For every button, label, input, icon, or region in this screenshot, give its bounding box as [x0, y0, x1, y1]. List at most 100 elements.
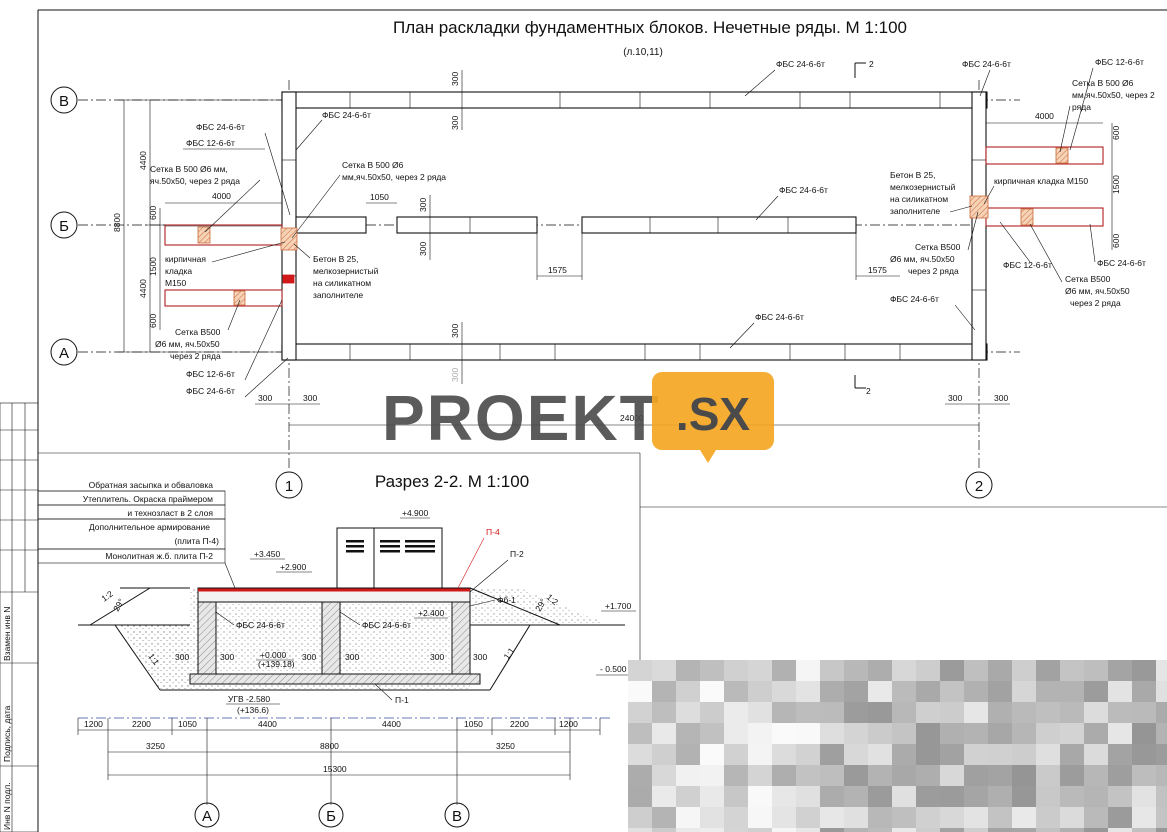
sec-300-2: 300: [220, 652, 234, 662]
lbl-kirp-3: М150: [165, 278, 187, 288]
mark-ugv: УГВ -2.580: [228, 694, 270, 704]
lbl-fbs-l1: ФБС 24-6-6т: [196, 122, 245, 132]
lbl-fbs-r2: ФБС 24-6-6т: [1097, 258, 1146, 268]
dim-600-l2: 600: [148, 314, 158, 328]
mark-2400: +2.400: [418, 608, 445, 618]
dimb-4: 4400: [382, 719, 401, 729]
tag-fb1: Фб-1: [497, 595, 516, 605]
lbl-setkaR-2: мм,яч.50х50, через 2: [1072, 90, 1155, 100]
tag-p2: П-2: [510, 549, 524, 559]
dimb-0: 1200: [84, 719, 103, 729]
dim-300-m2: 300: [418, 242, 428, 256]
lbl-kirp-1: кирпичная: [165, 254, 206, 264]
legend-6: Монолитная ж.б. плита П-2: [105, 551, 213, 561]
dim-1050: 1050: [370, 192, 389, 202]
lbl-betonR-2: мелкозернистый: [890, 182, 956, 192]
dim-4000-r: 4000: [1035, 111, 1054, 121]
svg-text:2: 2: [975, 478, 983, 495]
dimb-2: 1050: [178, 719, 197, 729]
tag-fbs-2: ФБС 24-6-6т: [362, 620, 411, 630]
svg-text:В: В: [59, 93, 69, 110]
mark-1366: (+136.6): [237, 705, 269, 715]
dim-8800: 8800: [112, 213, 122, 232]
plan-annotations: ФБС 24-6-6т ФБС 24-6-6т ФБС 24-6-6т ФБС …: [150, 57, 1155, 398]
lbl-fbs12-r2: ФБС 12-6-6т: [1003, 260, 1052, 270]
dim-300-b2: 300: [450, 368, 460, 382]
lbl-setkaBR-2: Ø6 мм, яч.50х50: [890, 254, 955, 264]
lbl-betonR-4: заполнителе: [890, 206, 940, 216]
axis-bubble-2: 2: [965, 471, 993, 499]
lbl-kirpR: кирпичная кладка М150: [994, 176, 1088, 186]
slope-left: 1:2: [99, 589, 115, 604]
lbl-setkaB-l2: Ø6 мм, яч.50х50: [155, 339, 220, 349]
dim-300-bl2: 300: [303, 393, 317, 403]
dimm-2: 3250: [496, 741, 515, 751]
dim-24000: 24000: [620, 413, 644, 423]
lbl-beton-l3: на силикатном: [313, 278, 371, 288]
dimb-3: 4400: [258, 719, 277, 729]
blurred-title-block: [628, 660, 1167, 832]
svg-text:Б: Б: [326, 808, 336, 825]
dim-300-b1: 300: [450, 324, 460, 338]
lbl-fbs-l2: ФБС 24-6-6т: [186, 386, 235, 396]
mark-0000: +0.000: [260, 650, 287, 660]
dimm-1: 8800: [320, 741, 339, 751]
plan-subtitle: (л.10,11): [623, 47, 663, 58]
lbl-betonR-1: Бетон В 25,: [890, 170, 935, 180]
mark-1700: +1.700: [605, 601, 632, 611]
axis-bubble-b: Б: [50, 211, 78, 239]
legend-3: и технозласт в 2 слоя: [127, 508, 213, 518]
section-legend: Обратная засыпка и обваловка Утеплитель.…: [37, 480, 236, 589]
tag-p4: П-4: [486, 527, 500, 537]
dim-1575-l: 1575: [548, 265, 567, 275]
dimb-1: 2200: [132, 719, 151, 729]
lbl-setkaBR2-1: Сетка В500: [1065, 274, 1111, 284]
lbl-fbs-top: ФБС 24-6-6т: [776, 59, 825, 69]
lbl-setkaBR2-3: через 2 ряда: [1070, 298, 1121, 308]
dimb-5: 1050: [464, 719, 483, 729]
dim-4400-top: 4400: [138, 151, 148, 170]
dim-total: 15300: [323, 764, 347, 774]
dim-300-t1: 300: [450, 72, 460, 86]
dim-600-l1: 600: [148, 206, 158, 220]
svg-text:1: 1: [285, 478, 293, 495]
lbl-fbs12-l2: ФБС 12-6-6т: [186, 369, 235, 379]
lbl-setkaB-l3: через 2 ряда: [170, 351, 221, 361]
dim-1500-r: 1500: [1111, 175, 1121, 194]
lbl-fbs-bot: ФБС 24-6-6т: [755, 312, 804, 322]
svg-text:В: В: [452, 808, 462, 825]
svg-text:Б: Б: [59, 218, 69, 235]
lbl-fbs-mid: ФБС 24-6-6т: [779, 185, 828, 195]
legend-4: Дополнительное армирование: [89, 522, 210, 532]
lbl-fbs-r3: ФБС 24-6-6т: [890, 294, 939, 304]
lbl-fbs12-r: ФБС 12-6-6т: [1095, 57, 1144, 67]
lbl-kirp-2: кладка: [165, 266, 192, 276]
mark-13918: (+139.18): [258, 659, 295, 669]
legend-1: Обратная засыпка и обваловка: [89, 480, 214, 490]
lbl-setka2-l1: Сетка В 500 Ø6: [342, 160, 404, 170]
dim-4400-bot: 4400: [138, 279, 148, 298]
sec-300-6: 300: [473, 652, 487, 662]
stamp-inv: Инв N подл.: [2, 782, 12, 830]
lbl-fbs12-l: ФБС 12-6-6т: [186, 138, 235, 148]
stamp-vzam: Взамен инв N: [2, 607, 12, 661]
lbl-setka2-l2: мм,яч.50х50, через 2 ряда: [342, 172, 446, 182]
section-mark-bot: 2: [866, 386, 871, 396]
section-mark-top: 2: [869, 59, 874, 69]
sec-300-5: 300: [430, 652, 444, 662]
dim-1575-r: 1575: [868, 265, 887, 275]
dim-300-t2: 300: [450, 116, 460, 130]
section-structure: [78, 527, 625, 719]
lbl-fbs-left: ФБС 24-6-6т: [322, 110, 371, 120]
svg-text:А: А: [59, 345, 69, 362]
lbl-setkaR-1: Сетка В 500 Ø6: [1072, 78, 1134, 88]
plan-title: План раскладки фундаментных блоков. Нече…: [393, 18, 907, 37]
mark-m0500: - 0.500: [600, 664, 627, 674]
tag-p1: П-1: [395, 695, 409, 705]
side-stamp: Взамен инв N Подпись, дата Инв N подл.: [0, 402, 39, 832]
legend-5: (плита П-4): [174, 536, 219, 546]
dimb-7: 1200: [559, 719, 578, 729]
plan-dimensions: 8800 4400 4400 600 1500 600 300 300 300 …: [112, 59, 1121, 426]
axis-bubble-a: А: [50, 338, 78, 366]
